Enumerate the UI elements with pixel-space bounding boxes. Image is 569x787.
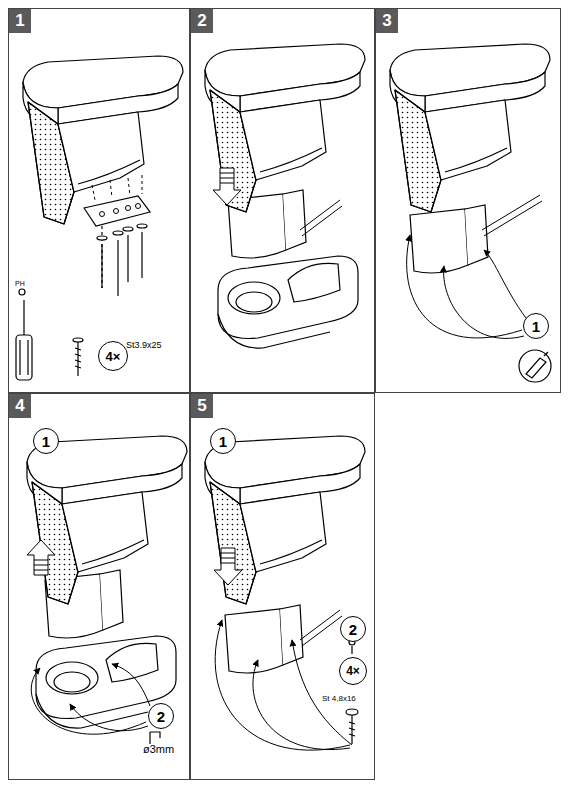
leader-lines: [407, 235, 526, 338]
pedestal: [225, 605, 303, 673]
push-arrow: [214, 548, 242, 585]
callout-text: 2: [349, 621, 357, 638]
part-label: PH: [15, 280, 25, 287]
step-number: 5: [191, 394, 213, 418]
console: [218, 256, 358, 348]
armrest: [23, 56, 183, 224]
armrest-drawing: [16, 56, 183, 380]
callout-number: 2: [340, 616, 366, 642]
step-panel: 1 4×: [8, 8, 190, 393]
glue-icon: [519, 350, 551, 382]
callout-number: 4×: [339, 657, 367, 685]
step-number: 1: [9, 9, 31, 33]
armrest-drawing: [205, 44, 365, 348]
step-panel: 51 2 4×: [190, 393, 375, 780]
lift-arrow: [27, 540, 55, 575]
callout-number: 2: [148, 703, 174, 729]
callout-text: 1: [42, 433, 50, 450]
part-label: St 4,8x16: [322, 694, 356, 703]
armrest: [27, 436, 187, 604]
callout-text: 4×: [106, 349, 121, 364]
pedestal: [410, 205, 488, 273]
step-panel: 41 2: [8, 393, 190, 780]
step-panel: 2: [190, 8, 375, 393]
cable: [300, 610, 342, 646]
step-panel: 31: [375, 8, 561, 393]
callout-text: 4×: [346, 664, 360, 678]
armrest: [390, 44, 550, 212]
screws: [97, 224, 147, 296]
step-number: 3: [376, 9, 398, 33]
callout-number: 1: [33, 428, 59, 454]
armrest-drawing: [205, 436, 365, 750]
drill-icon: [150, 732, 160, 744]
step-number: 4: [9, 394, 31, 418]
cable: [300, 200, 342, 236]
callout-number: 1: [210, 428, 236, 454]
callout-text: 1: [532, 318, 540, 335]
console: [36, 636, 176, 728]
callout-text: 1: [219, 433, 227, 450]
step-number: 2: [191, 9, 213, 33]
mounting-bracket: [84, 196, 150, 226]
screw-icon: [73, 338, 83, 376]
screw-icon: [346, 639, 358, 744]
armrest-drawing: [27, 436, 187, 744]
part-label: St3.9x25: [126, 340, 162, 350]
push-arrow: [213, 168, 241, 205]
callout-text: 2: [157, 708, 165, 725]
bracket-holes: [100, 204, 141, 217]
armrest: [205, 436, 365, 604]
leader-lines: [215, 620, 352, 750]
screwdriver: [16, 289, 32, 380]
armrest-drawing: [390, 44, 551, 382]
cable: [482, 195, 542, 236]
callout-number: 1: [523, 313, 549, 339]
part-label: ø3mm: [143, 743, 174, 755]
armrest: [205, 44, 365, 212]
callout-number: 4×: [98, 341, 128, 371]
leader-lines: [31, 664, 150, 734]
